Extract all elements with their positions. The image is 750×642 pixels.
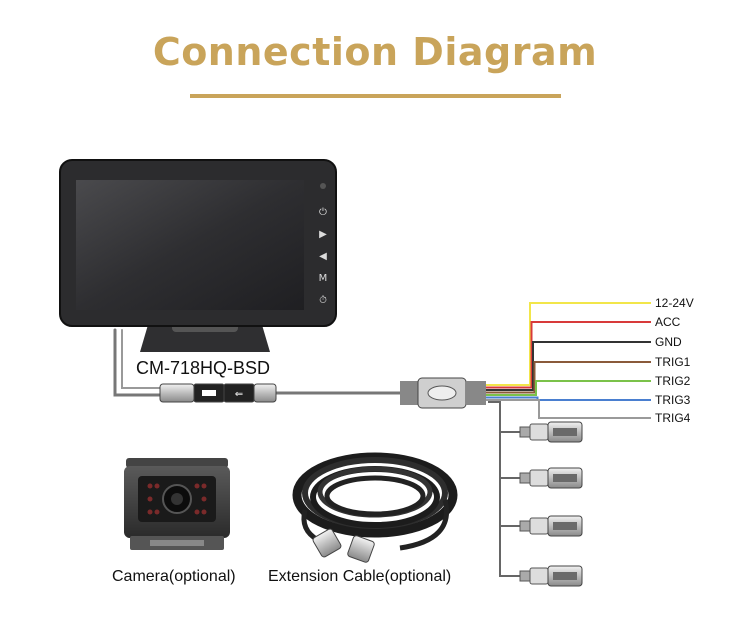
camera-input-port-2: [519, 467, 583, 489]
inline-connector: ⇐: [159, 383, 277, 403]
power-icon: ⏻: [319, 207, 327, 218]
camera-input-port-3: [519, 515, 583, 537]
wire-trig1: [486, 361, 651, 394]
extension-cable-connectors: [312, 528, 375, 563]
wire-label-gnd: GND: [655, 335, 682, 349]
wire-label-acc: ACC: [655, 315, 681, 329]
play-icon: ▶: [319, 229, 327, 240]
wire-trig2: [486, 380, 651, 396]
camera-input-ports: [519, 421, 583, 587]
title-underline: [190, 94, 561, 98]
extension-cable-label: Extension Cable(optional): [268, 568, 452, 585]
wire-12-24v: [486, 302, 651, 386]
wire-label-12-24v: 12-24V: [655, 296, 694, 310]
wire-label-trig1: TRIG1: [655, 355, 691, 369]
backup-camera: [124, 458, 230, 550]
wire-acc: [486, 321, 651, 389]
sensor-icon: [320, 183, 326, 189]
camera-input-port-4: [519, 565, 583, 587]
wire-label-trig3: TRIG3: [655, 393, 691, 407]
menu-icon: M: [319, 273, 328, 284]
extension-cable-coil: [292, 452, 458, 551]
monitor: ⏻ ▶ ◀ M ⏱: [59, 159, 337, 352]
wire-label-trig4: TRIG4: [655, 411, 691, 425]
camera-input-branch: [488, 401, 520, 577]
wire-label-trig2: TRIG2: [655, 374, 691, 388]
wire-trig3: [486, 396, 651, 401]
reverse-icon: ◀: [319, 251, 327, 262]
arrow-icon: ⇐: [235, 389, 243, 400]
camera-input-port-1: [519, 421, 583, 443]
timer-icon: ⏱: [319, 295, 327, 306]
wire-gnd: [486, 341, 651, 391]
camera-label: Camera(optional): [112, 568, 236, 585]
page-title: Connection Diagram: [152, 30, 598, 74]
junction-box: [400, 377, 486, 409]
monitor-screen: [76, 180, 304, 310]
main-cable: [113, 328, 402, 397]
monitor-button-column: ⏻ ▶ ◀ M ⏱: [319, 207, 328, 306]
wire-trig4: [486, 399, 651, 419]
power-wire-group: [486, 302, 651, 419]
monitor-model-label: CM-718HQ-BSD: [136, 358, 271, 378]
